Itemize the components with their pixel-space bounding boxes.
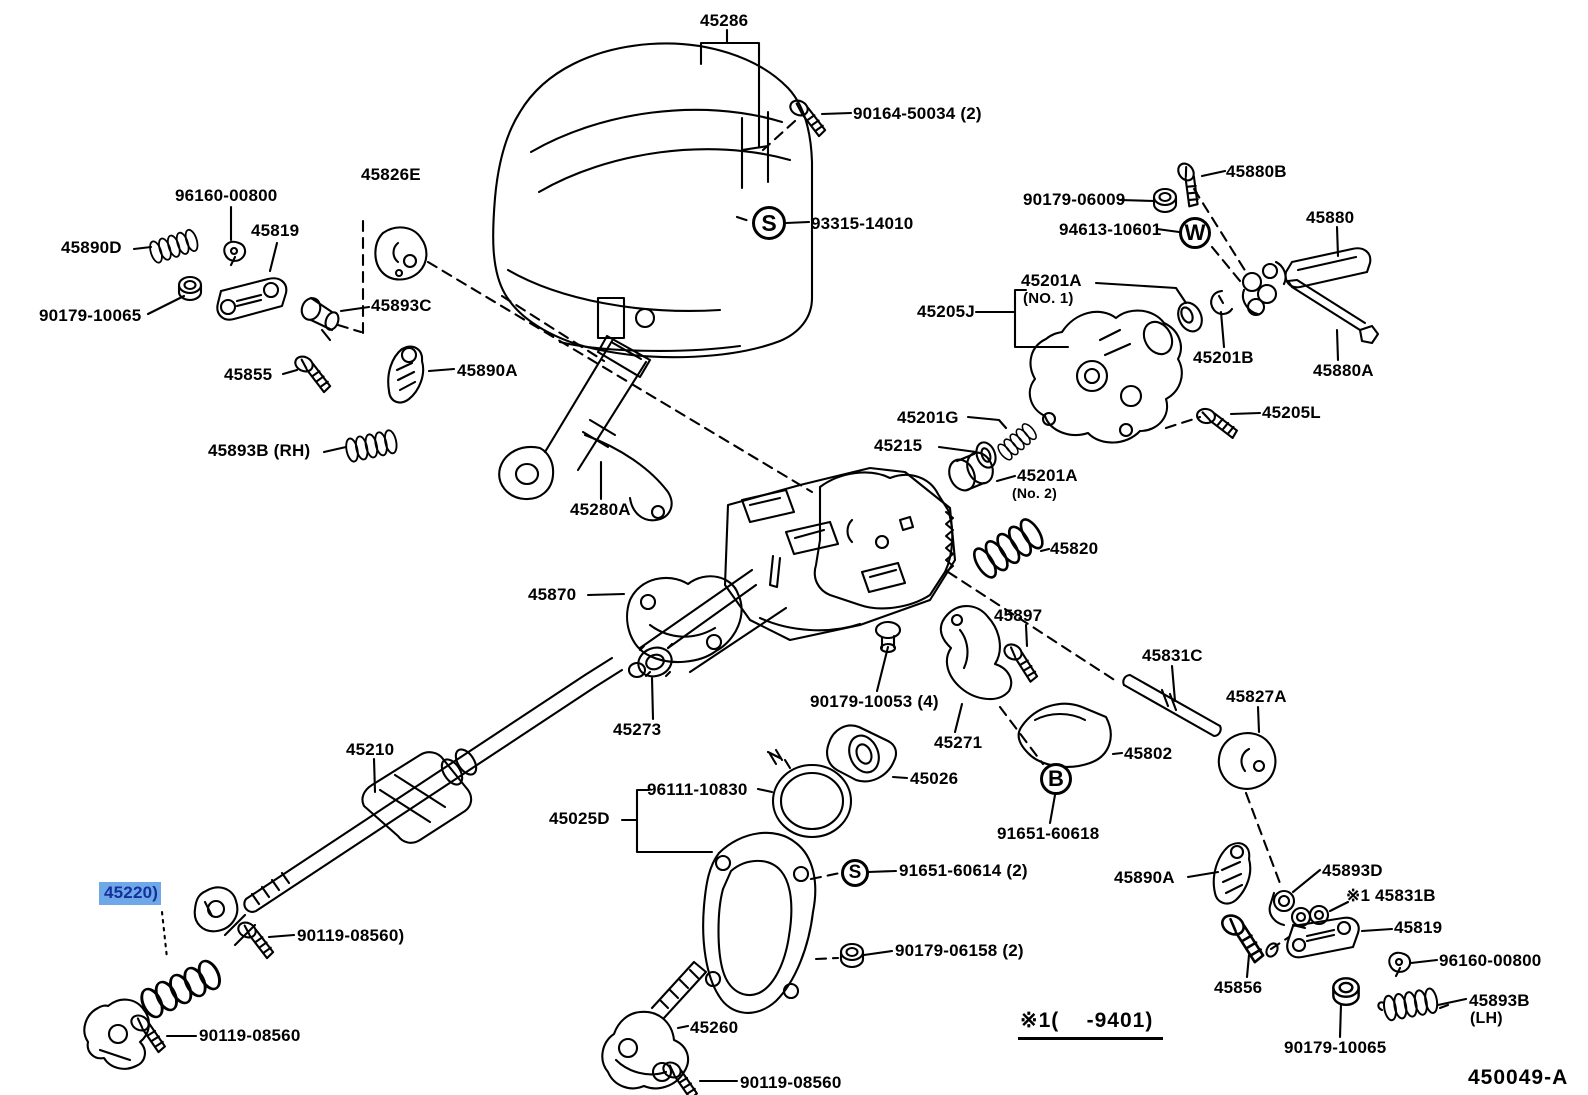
boot-45026-art bbox=[826, 724, 898, 783]
part-label: 45820 bbox=[1050, 539, 1099, 558]
part-label: 93315-14010 bbox=[811, 214, 914, 233]
part-label: 45802 bbox=[1124, 744, 1173, 763]
gasket-plate-45025D-art bbox=[702, 831, 817, 1014]
part-label: (NO. 1) bbox=[1023, 290, 1074, 307]
drawing-number: 450049-A bbox=[1468, 1066, 1569, 1089]
part-label: 90119-08560 bbox=[740, 1073, 842, 1092]
clamp-96111-art bbox=[766, 748, 853, 839]
part-label: 90179-10065 bbox=[1284, 1038, 1387, 1057]
part-label: 45271 bbox=[934, 733, 983, 752]
washer-45831B-art bbox=[1308, 904, 1330, 926]
nut-icons bbox=[177, 187, 1412, 1007]
lever-45890A-right bbox=[1212, 842, 1252, 905]
guide-45802-art bbox=[1017, 702, 1112, 768]
bearing-45273-art bbox=[627, 642, 674, 679]
part-label: 45870 bbox=[528, 585, 577, 604]
part-label: 91651-60614 (2) bbox=[899, 861, 1028, 880]
part-label: 45201A bbox=[1021, 271, 1082, 290]
lever-45890A-left bbox=[387, 345, 425, 404]
part-label: 45826E bbox=[361, 165, 421, 184]
part-label: 90119-08560) bbox=[297, 926, 405, 945]
rod-45831C-art bbox=[1122, 673, 1222, 738]
part-label: 45890D bbox=[61, 238, 122, 257]
part-label: ※1 45831B bbox=[1346, 886, 1436, 905]
part-label: 90179-06158 (2) bbox=[895, 941, 1024, 960]
part-label: 96160-00800 bbox=[175, 186, 278, 205]
part-label: 45215 bbox=[874, 436, 923, 455]
highlight-dotted-leader bbox=[160, 910, 169, 960]
release-lever-45271-art bbox=[939, 605, 1013, 700]
part-label: 90179-10053 (4) bbox=[810, 692, 939, 711]
part-label: 45026 bbox=[910, 769, 959, 788]
part-label: 45280A bbox=[570, 500, 631, 519]
part-label: 45205J bbox=[917, 302, 975, 321]
intermediate-joint-45220-art bbox=[83, 886, 257, 1070]
part-label: 45201A bbox=[1017, 466, 1078, 485]
part-label: 45890A bbox=[1114, 868, 1175, 887]
part-label: 45210 bbox=[346, 740, 395, 759]
part-label: 45890A bbox=[457, 361, 518, 380]
part-label: 45286 bbox=[700, 11, 749, 30]
part-label: 90179-06009 bbox=[1023, 190, 1126, 209]
part-label: (No. 2) bbox=[1012, 485, 1057, 501]
part-label: 45205L bbox=[1262, 403, 1321, 422]
lower-joint-45260-art bbox=[601, 960, 708, 1090]
link-plate-45819-right bbox=[1286, 916, 1360, 959]
part-label: 45897 bbox=[994, 606, 1043, 625]
circled-s-symbol: S bbox=[841, 859, 869, 887]
upper-bracket-45826E bbox=[374, 226, 428, 281]
part-label: 45893B bbox=[1469, 991, 1530, 1010]
main-shaft-45210-art bbox=[243, 656, 624, 913]
part-label: 45893D bbox=[1322, 861, 1383, 880]
column-housing-art bbox=[638, 466, 957, 674]
part-label: 90164-50034 (2) bbox=[853, 104, 982, 123]
bushing-icons bbox=[948, 289, 1234, 492]
part-label: 96160-00800 bbox=[1439, 951, 1542, 970]
part-label: 90119-08560 bbox=[199, 1026, 301, 1045]
disc-45827A-art bbox=[1217, 732, 1277, 790]
assembly-dashed-lines bbox=[336, 119, 1291, 961]
clamp-45893D-art bbox=[1268, 889, 1312, 930]
column-cover-art bbox=[492, 42, 814, 359]
hanger-bracket-45870-art bbox=[626, 575, 743, 664]
part-label: 45856 bbox=[1214, 978, 1263, 997]
part-label: 45880A bbox=[1313, 361, 1374, 380]
part-label: 94613-10601 bbox=[1059, 220, 1162, 239]
applicability-footnote: ※1( -9401) bbox=[1018, 1008, 1164, 1040]
part-label: 45201B bbox=[1193, 348, 1254, 367]
key-cylinder-45893C bbox=[300, 296, 340, 342]
part-label: 45893B (RH) bbox=[208, 441, 311, 460]
collar-45856-art bbox=[1265, 942, 1279, 958]
leader-lines bbox=[132, 28, 1468, 1083]
part-label: 45025D bbox=[549, 809, 610, 828]
part-label-highlighted[interactable]: 45220) bbox=[99, 882, 162, 905]
part-label: 90179-10065 bbox=[39, 306, 142, 325]
part-label: 45273 bbox=[613, 720, 662, 739]
upper-column-bracket-45280A bbox=[498, 334, 673, 522]
part-label: 91651-60618 bbox=[997, 824, 1100, 843]
part-label: (LH) bbox=[1470, 1010, 1503, 1027]
part-label: 45880 bbox=[1306, 208, 1355, 227]
part-label: 45880B bbox=[1226, 162, 1287, 181]
circled-w-symbol: W bbox=[1179, 217, 1211, 249]
part-label: 45831C bbox=[1142, 646, 1203, 665]
part-label: 45819 bbox=[251, 221, 300, 240]
tilt-lever-45880-art bbox=[1241, 247, 1380, 345]
part-label: 45819 bbox=[1394, 918, 1443, 937]
part-label: 45855 bbox=[224, 365, 273, 384]
part-label: 45893C bbox=[371, 296, 432, 315]
circled-b-symbol: B bbox=[1040, 763, 1072, 795]
circled-s-symbol: S bbox=[752, 206, 786, 240]
spring-icons bbox=[136, 227, 1450, 1023]
part-label: 45260 bbox=[690, 1018, 739, 1037]
link-plate-45819-left bbox=[216, 277, 288, 321]
part-label: 45827A bbox=[1226, 687, 1287, 706]
screw-icons bbox=[123, 96, 1275, 1095]
part-label: 45201G bbox=[897, 408, 959, 427]
gear-housing-art bbox=[1028, 309, 1183, 444]
part-label: 96111-10830 bbox=[647, 780, 748, 799]
